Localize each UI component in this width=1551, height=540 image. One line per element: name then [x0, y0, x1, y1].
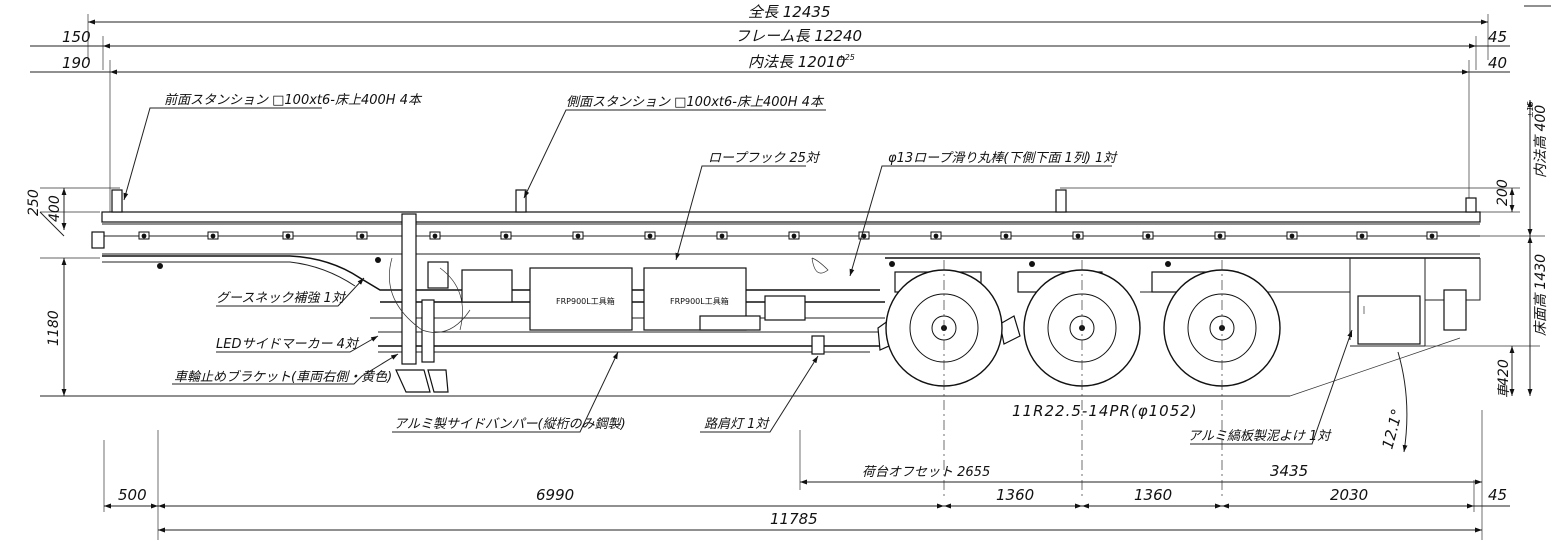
- side-stanchion-2: [1055, 189, 1067, 213]
- toolbox-2-label: FRP900L工具箱: [670, 296, 729, 306]
- rope-hooks: [138, 231, 1438, 269]
- right-dimensions: 内法高 400 ±15 200 床面高 1430 車 420: [1060, 100, 1549, 398]
- inner-length-tol: ±25: [838, 53, 855, 62]
- dim-400-label: 400: [47, 195, 63, 222]
- dim-420-label: 420: [1496, 359, 1512, 386]
- dim-3435-label: 3435: [1270, 462, 1308, 480]
- led-marker-note: LEDサイドマーカー 4対: [216, 337, 360, 352]
- top-dimensions: 全長 12435 フレーム長 12240 150 45 内法長 12010 ±2…: [30, 3, 1551, 215]
- side-bumper-note: アルミ製サイドバンパー(縦桁のみ鋼製): [394, 417, 626, 432]
- dim-200-label: 200: [1495, 179, 1511, 206]
- front-stanchion-note: 前面スタンション □100xt6-床上400H 4本: [164, 93, 423, 108]
- rear-stanchion: [1465, 197, 1477, 213]
- wheels: [885, 269, 1281, 387]
- front-stanchion: [111, 189, 123, 213]
- mudguard: [1357, 295, 1421, 345]
- dim-1360-b-label: 1360: [1134, 486, 1172, 504]
- dim-45-bottom-label: 45: [1488, 486, 1507, 504]
- gooseneck-note: グースネック補強 1対: [216, 291, 347, 306]
- frame-length-label: フレーム長 12240: [735, 27, 862, 45]
- dim-11785-label: 11785: [770, 510, 818, 528]
- dim-45-top-label: 45: [1488, 28, 1507, 46]
- bottom-dimensions: 荷台オフセット 2655 3435 500 6990 1360 1360 203…: [103, 410, 1510, 540]
- toolbox-1: [529, 267, 633, 331]
- toolbox-1-label: FRP900L工具箱: [556, 296, 615, 306]
- side-stanchion-note: 側面スタンション □100xt6-床上400H 4本: [566, 95, 825, 110]
- dim-40-label: 40: [1488, 54, 1507, 72]
- dim-250-label: 250: [26, 189, 42, 216]
- callouts: 前面スタンション □100xt6-床上400H 4本 側面スタンション □100…: [123, 93, 1408, 453]
- dim-2030-label: 2030: [1330, 486, 1368, 504]
- rope-rail-note: φ13ロープ滑り丸棒(下側下面 1列) 1対: [888, 151, 1118, 166]
- ground-and-centerlines: [40, 260, 1461, 500]
- chock-bracket-note: 車輪止めブラケット(車両右側・黄色): [174, 369, 392, 385]
- dim-420-prefix: 車: [1497, 383, 1512, 398]
- inner-height-tol: ±15: [1526, 101, 1535, 118]
- overall-length-label: 全長 12435: [748, 3, 831, 21]
- dim-1180-label: 1180: [46, 310, 62, 346]
- dim-150-label: 150: [62, 28, 91, 46]
- step-light: [811, 335, 825, 355]
- dim-190-label: 190: [62, 54, 91, 72]
- mudguard-note: アルミ縞板製泥よけ 1対: [1188, 429, 1332, 444]
- trailer-body: FRP900L工具箱 FRP900L工具箱: [91, 189, 1481, 393]
- inner-length-label: 内法長 12010: [748, 53, 846, 71]
- deck-offset-label: 荷台オフセット 2655: [862, 465, 990, 480]
- dim-6990-label: 6990: [536, 486, 574, 504]
- tire-spec-note: 11R22.5-14PR(φ1052): [1012, 402, 1198, 420]
- angle-label: 12.1°: [1378, 407, 1406, 451]
- dim-1360-a-label: 1360: [996, 486, 1034, 504]
- step-light-note: 路肩灯 1対: [704, 416, 770, 432]
- dim-500-label: 500: [118, 486, 147, 504]
- left-dimensions: 250 400 1180: [26, 187, 410, 397]
- side-stanchion-1: [515, 189, 527, 213]
- deck-height-label: 床面高 1430: [1533, 254, 1549, 336]
- rope-hook-note: ロープフック 25対: [708, 151, 821, 166]
- inner-height-label: 内法高 400: [1533, 105, 1549, 178]
